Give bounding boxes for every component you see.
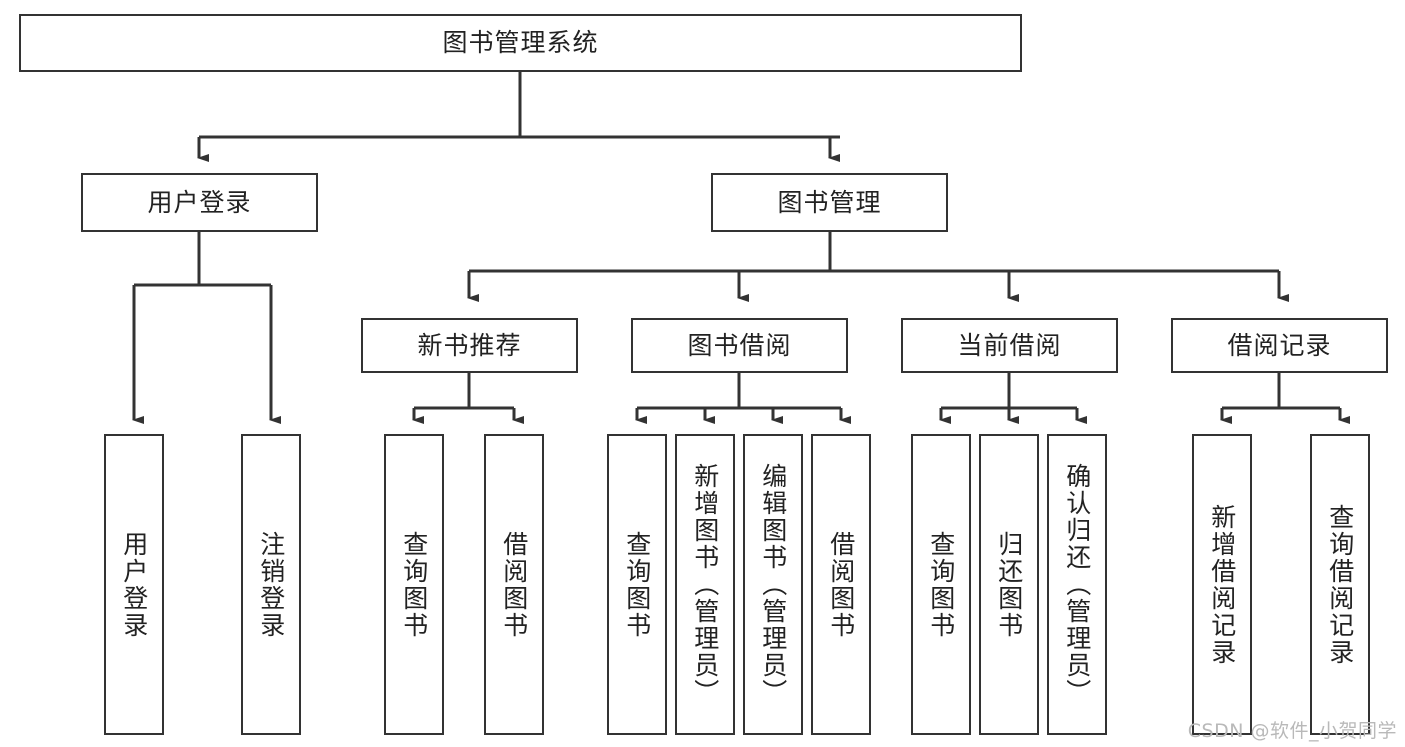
node-new-book-recommend[interactable]: 新书推荐: [361, 318, 578, 373]
leaf-current-query-book-label: 查询图书: [926, 530, 956, 639]
leaf-newbook-query-book[interactable]: 查询图书: [384, 434, 444, 735]
node-book-borrow[interactable]: 图书借阅: [631, 318, 848, 373]
leaf-current-confirm-return-admin[interactable]: 确认归还（管理员）: [1047, 434, 1107, 735]
leaf-logout[interactable]: 注销登录: [241, 434, 301, 735]
node-user-login[interactable]: 用户登录: [81, 173, 318, 232]
node-borrow-record[interactable]: 借阅记录: [1171, 318, 1388, 373]
leaf-borrow-borrow-book[interactable]: 借阅图书: [811, 434, 871, 735]
leaf-current-return-book[interactable]: 归还图书: [979, 434, 1039, 735]
node-book-management-label: 图书管理: [777, 187, 882, 217]
leaf-logout-label: 注销登录: [256, 530, 286, 639]
node-borrow-record-label: 借阅记录: [1227, 330, 1332, 360]
csdn-watermark: CSDN @软件_小贺同学: [1187, 720, 1397, 742]
leaf-borrow-query-book-label: 查询图书: [622, 530, 652, 639]
node-current-borrow-label: 当前借阅: [957, 330, 1062, 360]
leaf-borrow-add-book-admin[interactable]: 新增图书（管理员）: [675, 434, 735, 735]
leaf-newbook-borrow-book-label: 借阅图书: [499, 530, 529, 639]
leaf-current-return-book-label: 归还图书: [994, 530, 1024, 639]
node-book-management[interactable]: 图书管理: [711, 173, 948, 232]
leaf-newbook-borrow-book[interactable]: 借阅图书: [484, 434, 544, 735]
leaf-borrow-borrow-book-label: 借阅图书: [826, 530, 856, 639]
node-current-borrow[interactable]: 当前借阅: [901, 318, 1118, 373]
node-root-system-label: 图书管理系统: [442, 28, 599, 58]
leaf-record-query-borrow-record-label: 查询借阅记录: [1325, 503, 1355, 666]
node-root-system[interactable]: 图书管理系统: [19, 14, 1022, 72]
leaf-current-confirm-return-admin-label: 确认归还（管理员）: [1062, 463, 1092, 706]
leaf-newbook-query-book-label: 查询图书: [399, 530, 429, 639]
leaf-user-login[interactable]: 用户登录: [104, 434, 164, 735]
leaf-borrow-edit-book-admin[interactable]: 编辑图书（管理员）: [743, 434, 803, 735]
leaf-record-add-borrow-record[interactable]: 新增借阅记录: [1192, 434, 1252, 735]
leaf-borrow-add-book-admin-label: 新增图书（管理员）: [690, 463, 720, 706]
leaf-record-query-borrow-record[interactable]: 查询借阅记录: [1310, 434, 1370, 735]
node-new-book-recommend-label: 新书推荐: [417, 330, 522, 360]
leaf-current-query-book[interactable]: 查询图书: [911, 434, 971, 735]
leaf-record-add-borrow-record-label: 新增借阅记录: [1207, 503, 1237, 666]
leaf-borrow-edit-book-admin-label: 编辑图书（管理员）: [758, 463, 788, 706]
leaf-user-login-label: 用户登录: [119, 530, 149, 639]
leaf-borrow-query-book[interactable]: 查询图书: [607, 434, 667, 735]
node-book-borrow-label: 图书借阅: [687, 330, 792, 360]
node-user-login-label: 用户登录: [147, 187, 252, 217]
